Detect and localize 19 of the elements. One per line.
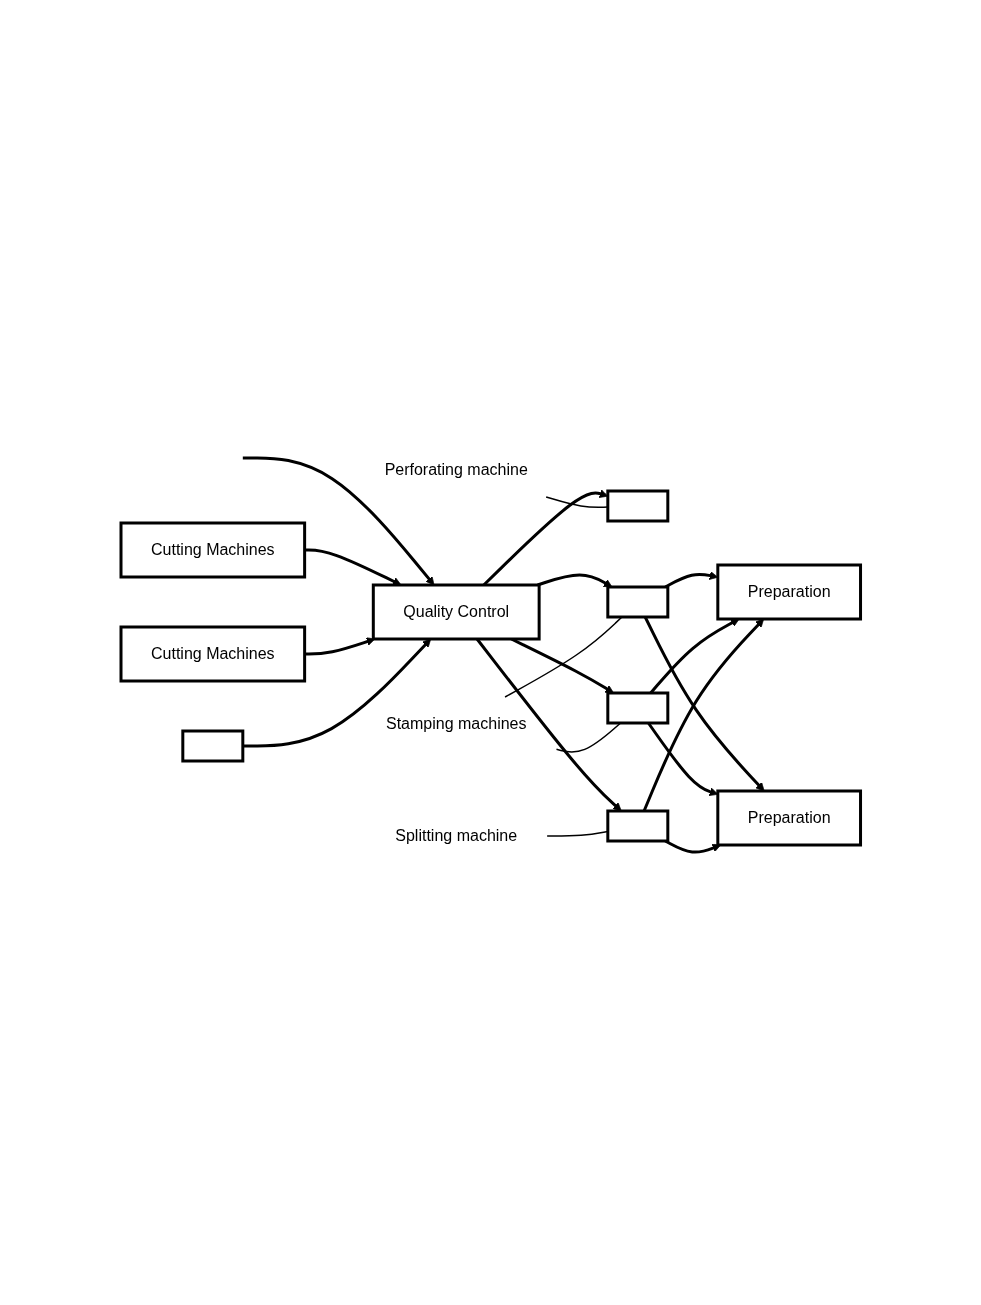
node-box xyxy=(606,809,670,842)
arrow xyxy=(536,573,613,587)
node-box: Preparation xyxy=(716,563,862,620)
arrow xyxy=(242,456,435,585)
arrow xyxy=(664,839,721,854)
node-box: Quality Control xyxy=(371,583,541,640)
node-box xyxy=(606,585,670,618)
node-text: Stamping machines xyxy=(385,714,527,732)
node-box xyxy=(606,489,670,522)
arrow xyxy=(304,636,375,655)
node-text: Splitting machine xyxy=(395,826,517,844)
node-box: Cutting Machines xyxy=(119,625,306,682)
node-box: Preparation xyxy=(716,789,862,846)
arrow xyxy=(242,638,431,747)
node-box: Cutting Machines xyxy=(119,521,306,578)
node-box xyxy=(181,729,245,762)
node-box xyxy=(606,691,670,724)
node-text: Perforating machine xyxy=(384,460,528,478)
arrow xyxy=(304,548,402,585)
